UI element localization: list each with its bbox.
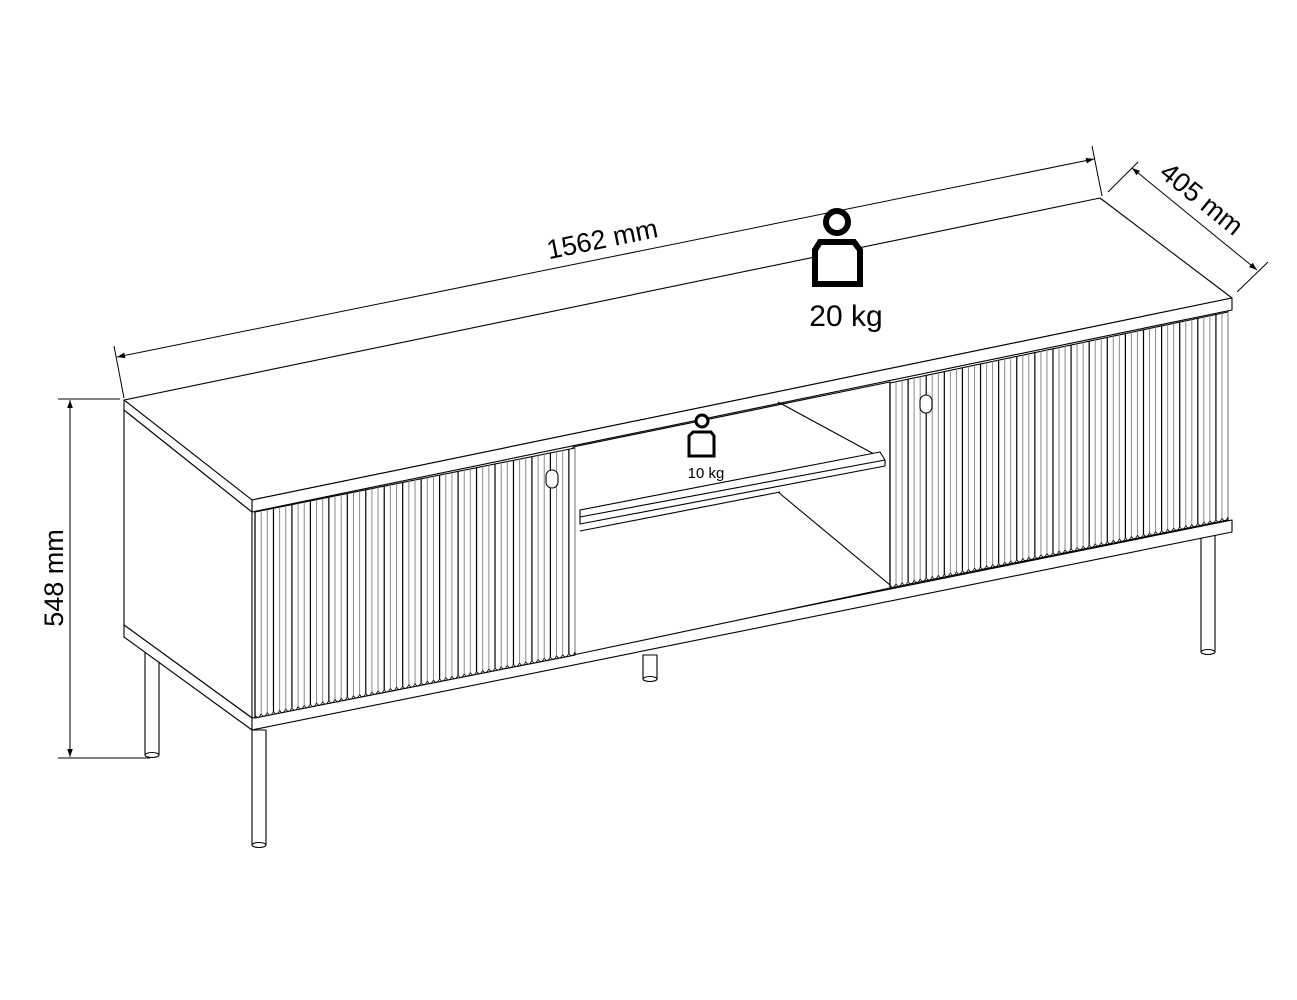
leg-right xyxy=(1200,529,1216,656)
open-compartment xyxy=(572,381,891,656)
top-load-label: 20 kg xyxy=(809,300,882,333)
door-right-fluted xyxy=(889,311,1229,589)
weight-icon xyxy=(687,413,716,458)
dimension-width xyxy=(113,145,1103,399)
top-left-edge xyxy=(123,399,253,513)
shelf-load-label: 10 kg xyxy=(688,465,725,482)
door-right-knob xyxy=(919,394,933,414)
door-left-knob xyxy=(545,469,559,489)
dimension-height xyxy=(58,398,150,759)
width-label: 1562 mm xyxy=(544,213,660,265)
leg-front-left xyxy=(251,729,267,849)
height-label: 548 mm xyxy=(39,529,69,627)
dimension-depth xyxy=(1107,161,1269,293)
depth-label: 405 mm xyxy=(1154,157,1249,242)
weight-icon xyxy=(812,208,863,287)
bottom-rail-front xyxy=(251,519,1233,731)
leg-back-left xyxy=(144,644,160,759)
leg-center xyxy=(642,654,658,683)
